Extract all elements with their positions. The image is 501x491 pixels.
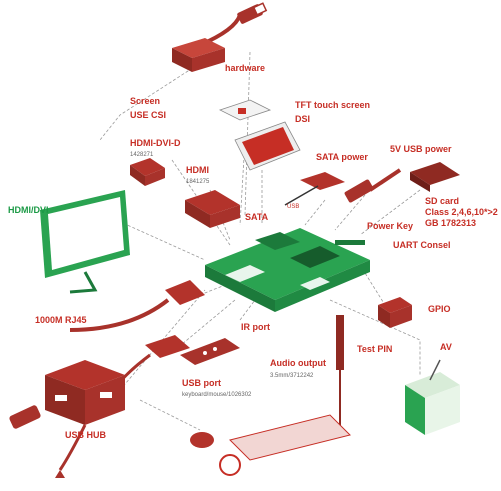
audio-jack-icon <box>336 315 344 430</box>
label-test-pin: Test PIN <box>357 344 392 354</box>
label-av: AV <box>440 342 452 352</box>
label-rj45: 1000M RJ45 <box>35 315 87 325</box>
main-board <box>205 228 370 312</box>
label-sata-power: SATA power <box>316 152 368 162</box>
label-uart: UART Consel <box>393 240 451 250</box>
label-audio: Audio output <box>270 358 326 368</box>
gpio-connector-icon <box>378 297 412 328</box>
ir-remote-icon <box>180 338 240 365</box>
usb-cable-top <box>199 2 268 47</box>
label-use-csi: USE CSI <box>130 110 166 120</box>
hdmi-dvi-adapter-icon <box>130 158 165 186</box>
label-hdmi-dvi: HDMI/DVI <box>8 205 49 215</box>
usb-hub-icon <box>45 360 125 425</box>
usb-port-cable-icon <box>118 335 190 383</box>
label-gpio: GPIO <box>428 304 451 314</box>
usb-power-cable-icon <box>344 168 402 203</box>
sd-card-icon <box>410 162 460 192</box>
sata-power-cable-icon <box>284 172 345 206</box>
label-sd-gb: GB 1782313 <box>425 218 476 228</box>
label-hdmi-dvi-d: HDMI-DVI-D <box>130 138 181 148</box>
label-screen: Screen <box>130 96 160 106</box>
hub-usb-cable-icon <box>9 405 87 478</box>
monitor-icon <box>40 190 130 294</box>
label-sd-card: SD card <box>425 196 459 206</box>
label-audio-code: 3.5mm/3712242 <box>270 373 314 379</box>
label-dsi: DSI <box>295 114 310 124</box>
av-device-icon <box>405 359 460 435</box>
label-tft: TFT touch screen <box>295 100 370 110</box>
label-hardware: hardware <box>225 63 265 73</box>
label-ir: IR port <box>241 322 270 332</box>
label-sata: SATA <box>245 212 269 222</box>
label-hdmi-code: 1841275 <box>186 179 210 185</box>
rj45-cable-icon <box>69 280 205 332</box>
label-usb-port-code: keyboard/mouse/1026302 <box>182 392 252 398</box>
label-power-key: Power Key <box>367 221 413 231</box>
mouse-icon <box>190 432 241 476</box>
label-usb-hub: USB HUB <box>65 430 107 440</box>
keyboard-icon <box>229 414 351 461</box>
hardware-box-icon <box>172 38 225 72</box>
label-usb-power: 5V USB power <box>390 144 452 154</box>
label-hdmi-dvi-d-code: 1428271 <box>130 152 154 158</box>
label-sd-class: Class 2,4,6,10*>2 <box>425 207 498 217</box>
label-usb: USB <box>287 204 299 210</box>
label-usb-port: USB port <box>182 378 221 388</box>
hdmi-connector-icon <box>185 190 240 228</box>
tft-module-icon <box>218 99 301 171</box>
label-hdmi: HDMI <box>186 165 209 175</box>
